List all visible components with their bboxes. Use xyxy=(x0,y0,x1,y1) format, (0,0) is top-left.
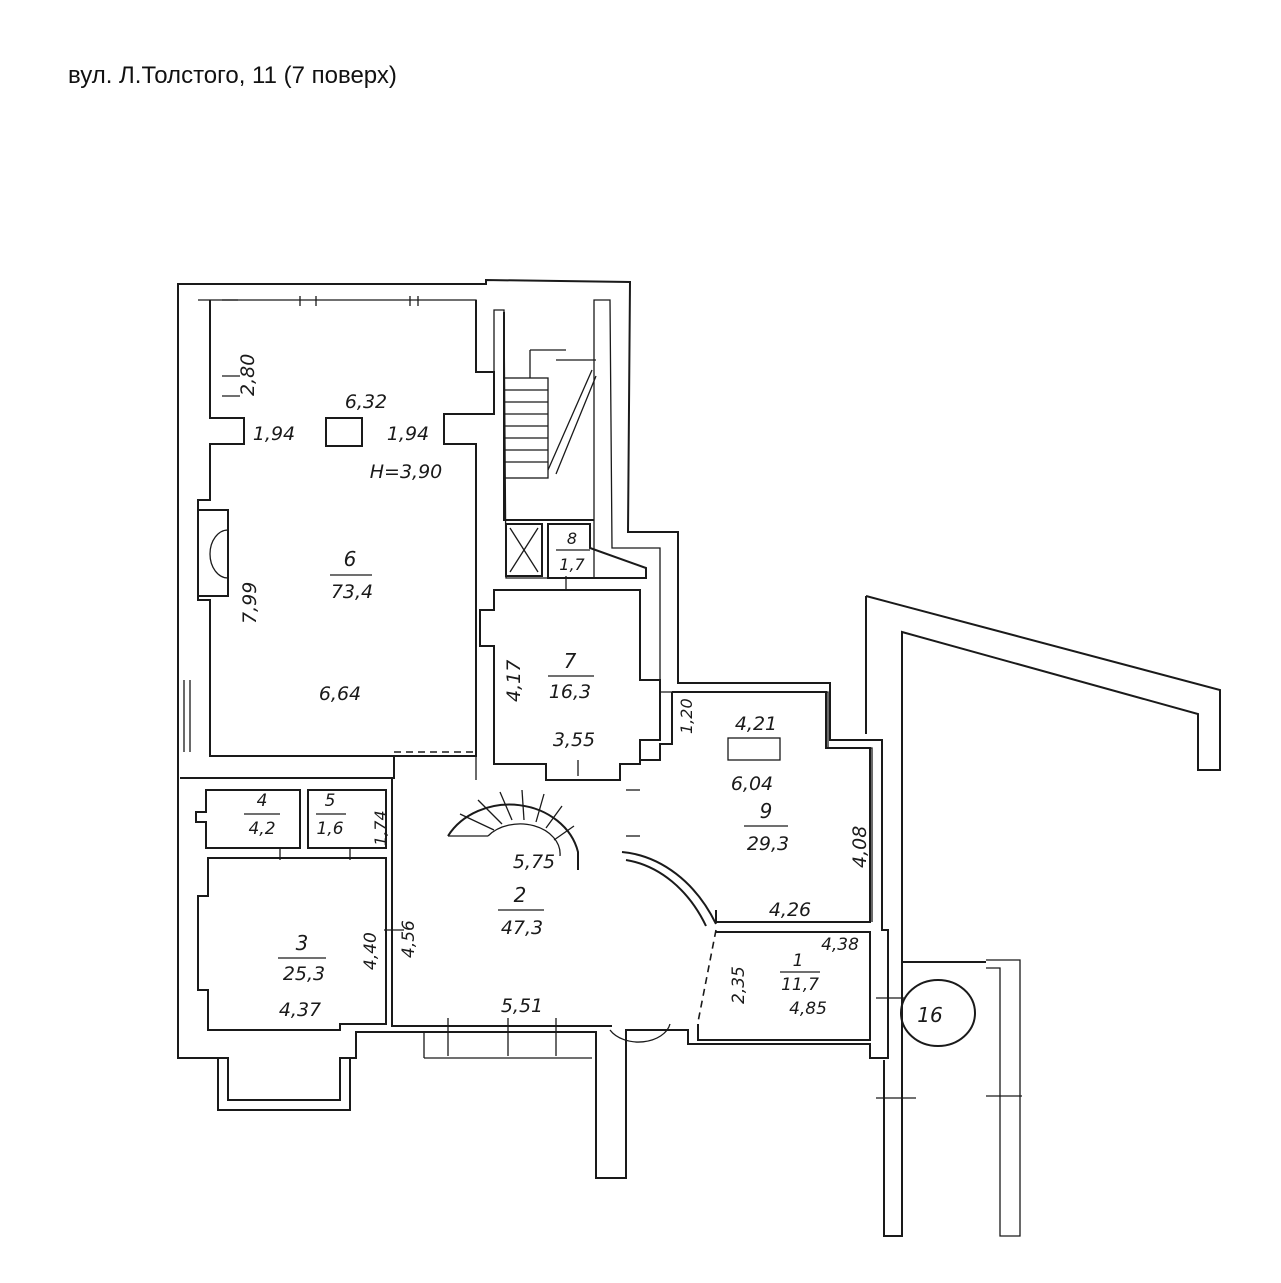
room-9-number: 9 xyxy=(760,799,773,823)
alcove-arc xyxy=(209,529,229,579)
room-5-area: 1,6 xyxy=(316,819,343,839)
dim-4-37: 4,37 xyxy=(279,999,321,1021)
dim-2-35: 2,35 xyxy=(729,966,749,1004)
room-9-left-wall xyxy=(640,692,673,761)
walls xyxy=(177,278,1221,1237)
dim-4-56: 4,56 xyxy=(399,920,419,958)
room-6-wall xyxy=(180,300,395,779)
dim-1-74: 1,74 xyxy=(371,810,390,846)
dim-7-99: 7,99 xyxy=(239,582,261,624)
room-3-wall xyxy=(197,857,387,1031)
room-5-wall xyxy=(307,789,387,849)
alcove xyxy=(198,509,229,597)
room-9-area: 29,3 xyxy=(747,833,789,855)
dim-1-94-left: 1,94 xyxy=(253,423,295,445)
outer-wall xyxy=(177,278,889,1179)
dim-4-17: 4,17 xyxy=(503,660,525,702)
room-6-right-wall xyxy=(392,300,495,757)
room-4-number: 4 xyxy=(257,791,268,811)
dim-4-38: 4,38 xyxy=(821,935,859,955)
room-7-number: 7 xyxy=(564,649,577,673)
room-7-area: 16,3 xyxy=(549,681,591,703)
dim-2-80: 2,80 xyxy=(237,354,259,396)
dim-1-20: 1,20 xyxy=(677,698,696,734)
room-16-circle xyxy=(900,979,976,1047)
dim-5-75: 5,75 xyxy=(513,851,555,873)
room-3-bay xyxy=(218,1057,350,1101)
dim-4-26: 4,26 xyxy=(769,899,811,921)
room-6-area: 73,4 xyxy=(331,581,373,603)
stair-steps xyxy=(504,349,597,475)
opening-hall-room1 xyxy=(697,929,717,1023)
page-title: вул. Л.Толстого, 11 (7 поверх) xyxy=(68,62,397,89)
dim-6-64: 6,64 xyxy=(319,683,361,705)
stair-flight xyxy=(503,377,549,479)
dim-1-94-right: 1,94 xyxy=(387,423,429,445)
room-8-number: 8 xyxy=(567,529,577,548)
room-5-number: 5 xyxy=(325,791,336,811)
dim-4-21: 4,21 xyxy=(735,713,777,735)
door-marks xyxy=(222,296,1022,1099)
room-4-area: 4,2 xyxy=(248,819,275,839)
room-2-arc xyxy=(621,851,717,925)
room-2-bottom-arc xyxy=(609,1023,671,1043)
room-2-number: 2 xyxy=(514,883,527,907)
room-3-number: 3 xyxy=(296,931,309,955)
room-8-wall xyxy=(547,523,647,579)
dim-3-55: 3,55 xyxy=(553,729,595,751)
dimension-labels: 2,80 6,32 1,94 1,94 H=3,90 7,99 6,64 4,1… xyxy=(237,354,871,1021)
dim-4-40: 4,40 xyxy=(361,932,381,970)
room-1-area: 11,7 xyxy=(781,975,819,995)
room-9-fixture xyxy=(727,737,781,761)
spiral-stair xyxy=(447,789,579,870)
dim-6-04: 6,04 xyxy=(731,773,773,795)
room-6-number: 6 xyxy=(344,547,357,571)
tower-right xyxy=(986,959,1021,1237)
elevator-shaft xyxy=(505,523,543,577)
ceiling-height: H=3,90 xyxy=(370,461,443,483)
tower xyxy=(865,595,1221,1237)
room-1-wall xyxy=(697,931,871,1041)
dim-6-32: 6,32 xyxy=(345,391,387,413)
room-labels: 6 73,4 7 16,3 8 1,7 9 29,3 4 4,2 5 1,6 2… xyxy=(244,529,943,1027)
room-7-wall xyxy=(479,589,661,781)
room-8-area: 1,7 xyxy=(559,555,585,574)
pillar xyxy=(325,417,363,447)
room-16-number: 16 xyxy=(917,1003,942,1027)
room-2-wall xyxy=(391,778,612,1027)
room-4-wall xyxy=(195,789,301,849)
stair-block xyxy=(503,312,594,521)
room-2-arc-outer xyxy=(625,859,707,927)
dim-4-08: 4,08 xyxy=(849,826,871,868)
dim-5-51: 5,51 xyxy=(501,995,543,1017)
room-2-area: 47,3 xyxy=(501,917,543,939)
room-1-number: 1 xyxy=(793,951,804,971)
elevator-cross-b xyxy=(509,527,539,573)
room-3-area: 25,3 xyxy=(283,963,325,985)
dim-4-85: 4,85 xyxy=(789,999,827,1019)
